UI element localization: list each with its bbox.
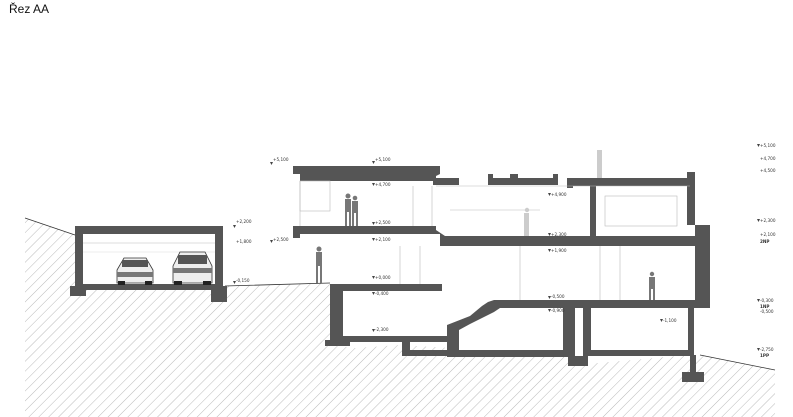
ground-line (24, 217, 776, 371)
level-rm-f1b: -0,900 (551, 308, 565, 313)
ground-hatch (25, 218, 775, 417)
car-right-icon (172, 251, 213, 285)
level-rc-1np: 1NP (760, 304, 770, 309)
level-rc-f2a: +2,300 (760, 218, 776, 223)
level-rc-r1: +5,100 (760, 143, 776, 148)
level-rc-1pp: 1PP (760, 353, 769, 358)
level-mid-f0: -2,300 (375, 327, 389, 332)
level-markers (233, 144, 760, 351)
level-upper-left: +2,500 (273, 237, 289, 242)
level-rm-f2: +2,300 (551, 232, 567, 237)
level-rc-f1a: -0,300 (760, 298, 774, 303)
garage (70, 226, 227, 302)
level-mid-f1-bottom: -0,400 (375, 291, 389, 296)
section-title: Řez AA (9, 2, 50, 16)
level-roof-left: +5,100 (273, 157, 289, 162)
level-rm-roof: +4,900 (551, 192, 567, 197)
level-garage-top: +2,200 (236, 219, 252, 224)
level-rc-r2: +4,700 (760, 156, 776, 161)
people-icons (316, 193, 655, 300)
level-rm-f1: -0,500 (551, 294, 565, 299)
level-rc-f2b: +2,100 (760, 232, 776, 237)
level-rm-basement: -1,100 (663, 318, 677, 323)
level-mid-f2-top: +2,500 (375, 220, 391, 225)
chimney (597, 150, 602, 178)
level-mid-b: +4,700 (375, 182, 391, 187)
level-mid-a: +5,100 (375, 157, 391, 162)
level-ground-entry: -0,150 (236, 278, 250, 283)
level-rc-f1b: -0,500 (760, 309, 774, 314)
level-rc-2np: 2NP (760, 239, 770, 244)
level-rm-f2b: +1,900 (551, 248, 567, 253)
level-labels: +2,200 +1,800 -0,150 +5,100 +2,500 +5,10… (236, 143, 776, 358)
level-rc-f0a: -2,750 (760, 347, 774, 352)
level-mid-f2-bottom: +2,100 (375, 237, 391, 242)
level-mid-f1-top: +0,000 (375, 275, 391, 280)
level-rc-r3: +4,500 (760, 168, 776, 173)
level-garage-low: +1,800 (236, 239, 252, 244)
house-structure (293, 166, 710, 382)
car-left-icon (116, 257, 154, 285)
